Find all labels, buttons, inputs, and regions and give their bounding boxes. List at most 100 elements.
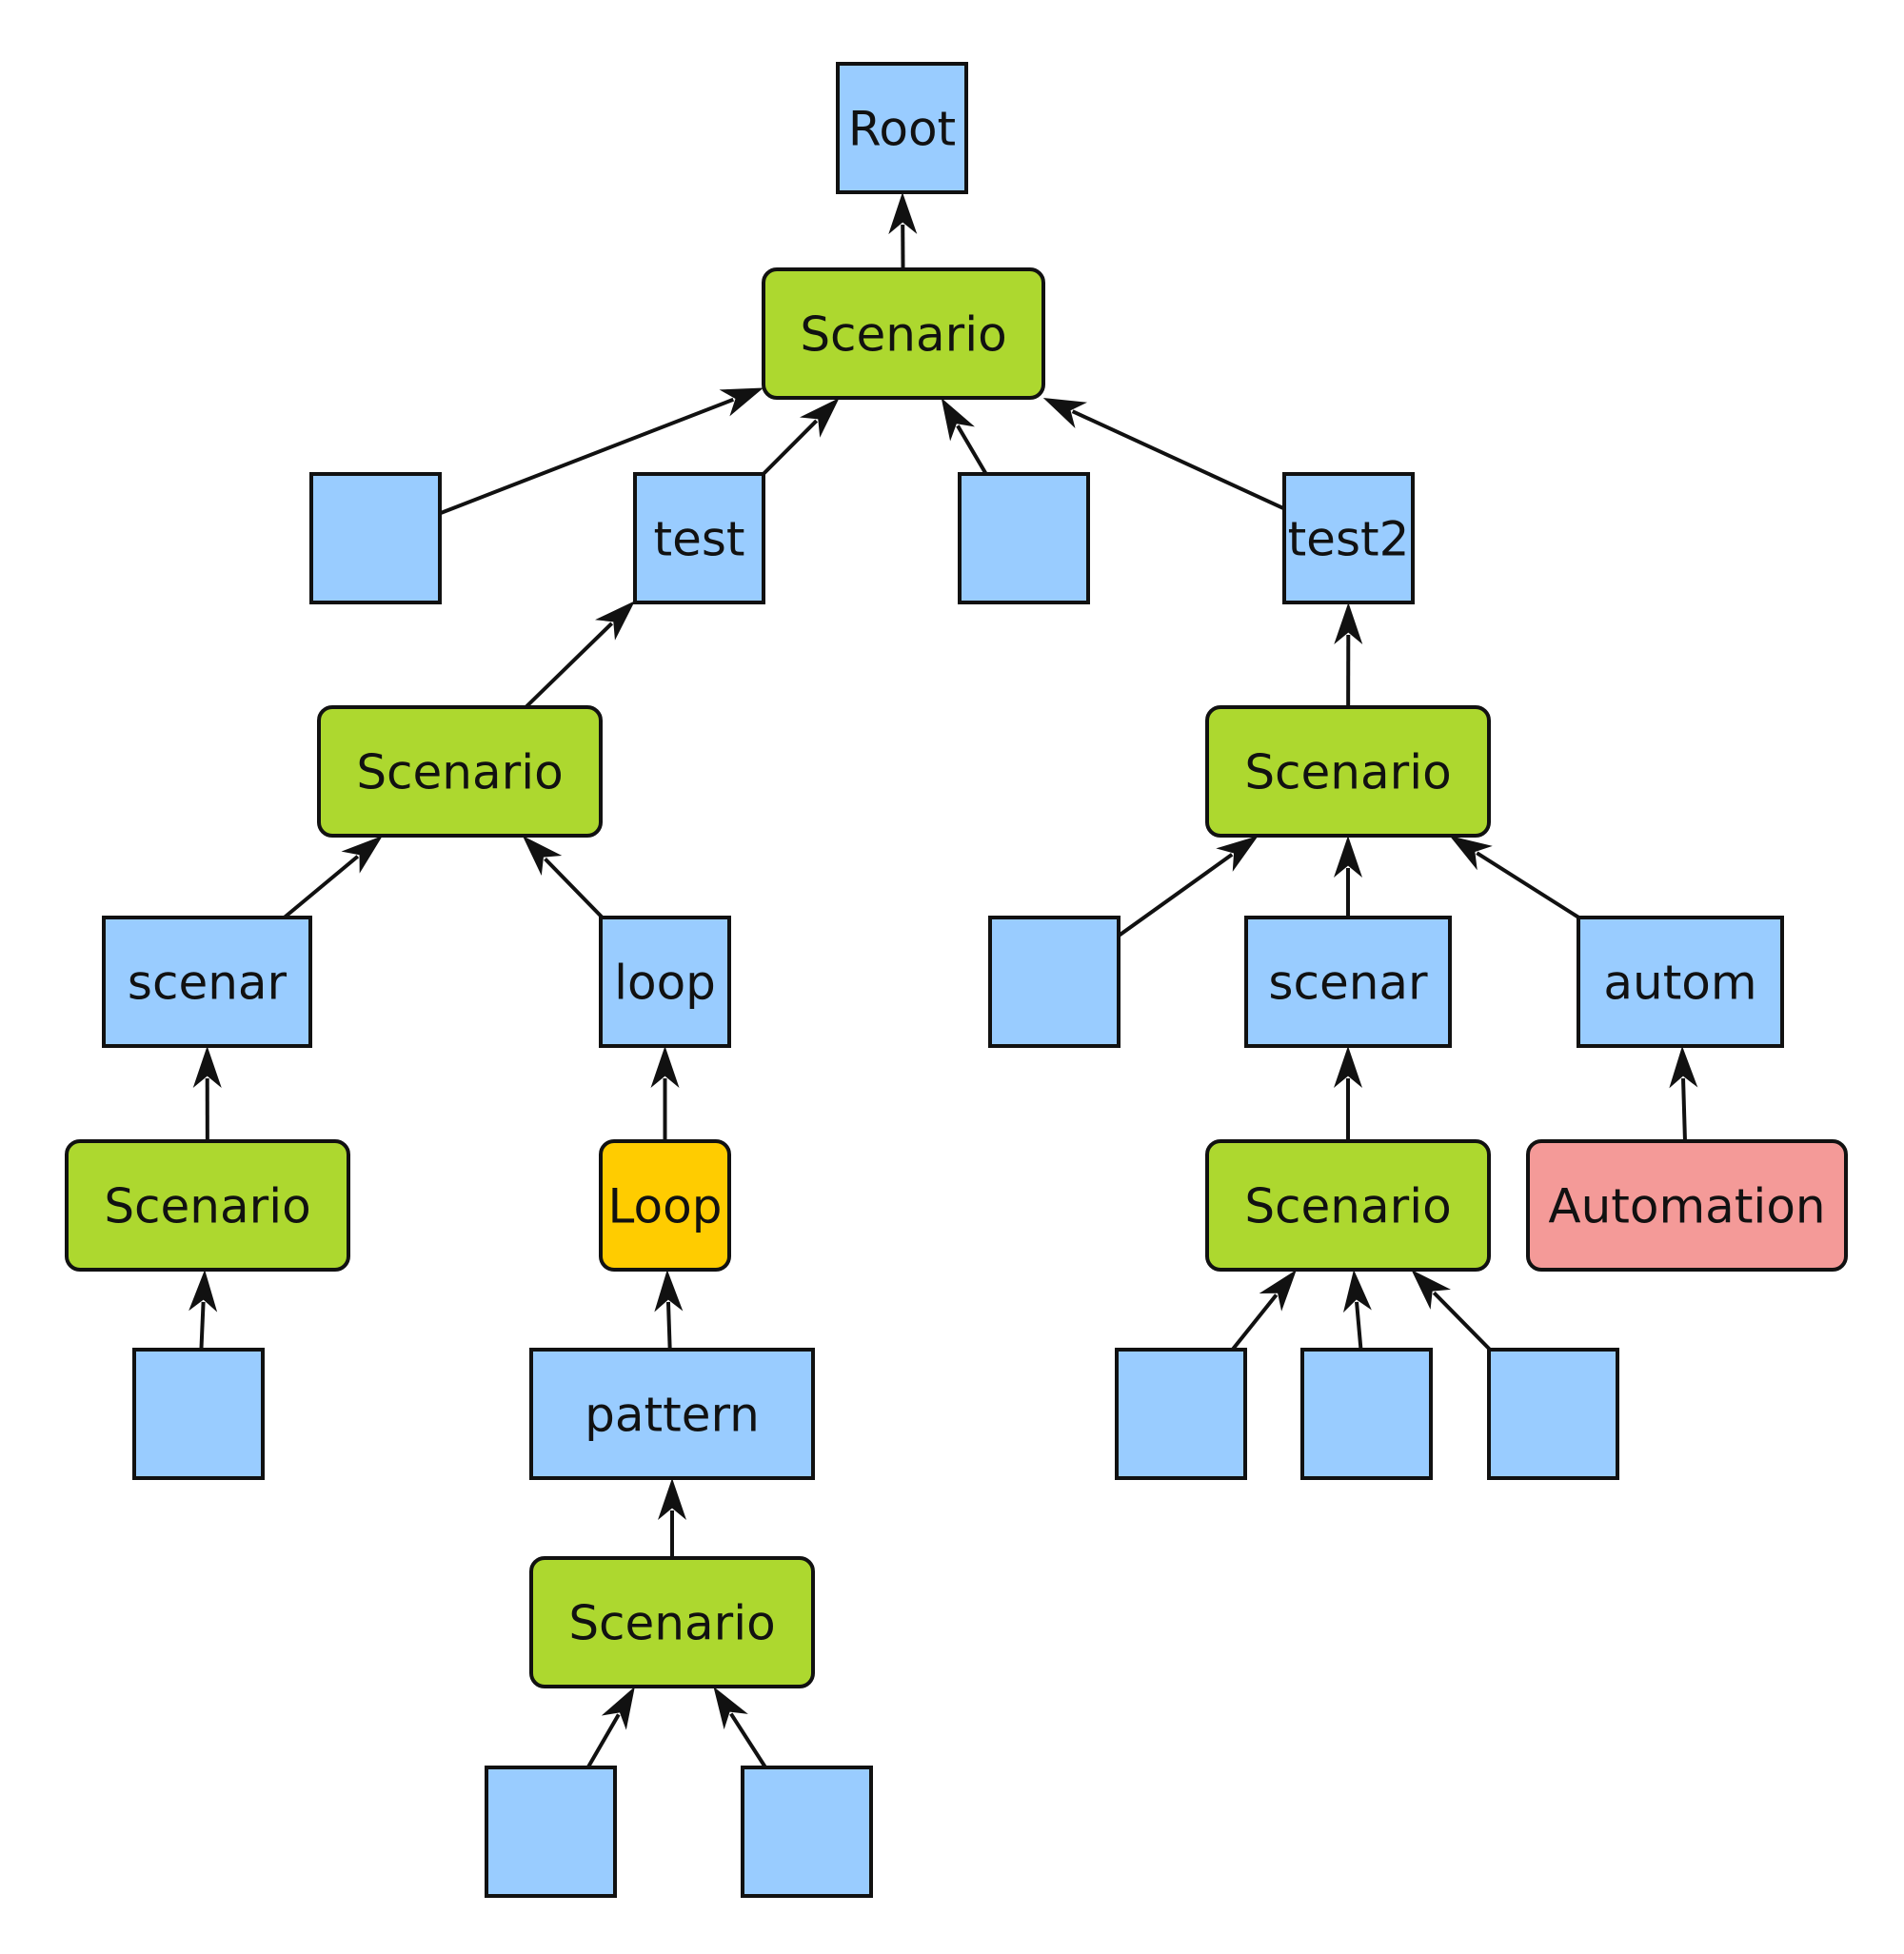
arrowhead-icon xyxy=(799,398,840,438)
node-scenario-pattern: Scenario xyxy=(529,1556,815,1688)
square-box xyxy=(1244,916,1452,1048)
node-scenario-left: Scenario xyxy=(317,705,603,838)
edge-line xyxy=(956,424,988,476)
arrowhead-icon xyxy=(341,836,383,874)
edge-scenario_pattern-to-pattern xyxy=(658,1478,686,1558)
edge-line xyxy=(762,419,819,476)
edge-line xyxy=(1476,851,1580,919)
node-blank-right-b xyxy=(1300,1348,1433,1480)
loop-box xyxy=(599,1139,731,1272)
square-box xyxy=(309,472,442,604)
node-autom: autom xyxy=(1577,916,1784,1048)
edge-line xyxy=(665,1301,672,1351)
node-label: Scenario xyxy=(1244,1179,1451,1234)
arrowhead-icon xyxy=(1411,1270,1451,1310)
edge-scenario_left-to-test xyxy=(524,601,635,709)
edge-test2-to-scenario_top xyxy=(1042,398,1285,511)
square-box xyxy=(1487,1348,1619,1480)
square-box xyxy=(529,1348,815,1480)
node-label: Automation xyxy=(1548,1179,1825,1234)
arrowhead-icon xyxy=(522,836,563,876)
square-box xyxy=(1577,916,1784,1048)
arrowhead-icon xyxy=(188,1270,218,1313)
edge-blank_pattern_a-to-scenario_pattern xyxy=(585,1687,635,1769)
arrowhead-icon xyxy=(1334,602,1363,645)
node-label: test2 xyxy=(1288,512,1410,567)
node-label: scenar xyxy=(128,956,288,1011)
node-scenar-right: scenar xyxy=(1244,916,1452,1048)
scenario-box xyxy=(65,1139,350,1272)
node-label: Scenario xyxy=(1244,745,1451,800)
node-label: pattern xyxy=(585,1388,760,1443)
scenario-box xyxy=(1205,705,1491,838)
node-blank-right-c xyxy=(1487,1348,1619,1480)
arrowhead-icon xyxy=(595,601,635,641)
node-automation: Automation xyxy=(1526,1139,1848,1272)
edge-blank_top_left-to-scenario_top xyxy=(439,387,764,516)
square-box xyxy=(599,916,731,1048)
arrowhead-icon xyxy=(1449,836,1493,871)
node-loop-label: loop xyxy=(599,916,731,1048)
edge-scenario_left_low-to-scenar_left xyxy=(192,1046,222,1142)
scenario-box xyxy=(1205,1139,1491,1272)
square-box xyxy=(988,916,1121,1048)
edge-blank_top_mid-to-scenario_top xyxy=(941,398,988,476)
node-blank-pattern-b xyxy=(741,1766,873,1898)
node-loop-node: Loop xyxy=(599,1139,731,1272)
arrowhead-icon xyxy=(650,1046,680,1088)
node-scenario-right: Scenario xyxy=(1205,705,1491,838)
node-blank-top-mid xyxy=(958,472,1090,604)
node-label: scenar xyxy=(1268,956,1428,1011)
edge-line xyxy=(585,1713,621,1769)
square-box xyxy=(741,1766,873,1898)
square-box xyxy=(102,916,312,1048)
arrowhead-icon xyxy=(654,1270,684,1313)
square-box xyxy=(132,1348,265,1480)
edge-line xyxy=(1231,1293,1279,1352)
square-box xyxy=(958,472,1090,604)
edge-scenar_left-to-scenario_left xyxy=(283,836,383,919)
node-blank-top-left xyxy=(309,472,442,604)
edge-blank_right_a-to-scenario_right_low xyxy=(1231,1270,1297,1352)
scenario-box xyxy=(529,1556,815,1688)
edge-line xyxy=(1432,1291,1492,1352)
automation-box xyxy=(1526,1139,1848,1272)
arrowhead-icon xyxy=(1342,1270,1372,1313)
edge-line xyxy=(283,855,360,919)
node-scenario-right-low: Scenario xyxy=(1205,1139,1491,1272)
node-pattern: pattern xyxy=(529,1348,815,1480)
node-label: Root xyxy=(848,102,956,157)
square-box xyxy=(485,1766,617,1898)
edge-scenario_right-to-test2 xyxy=(1334,602,1363,708)
node-blank-right xyxy=(988,916,1121,1048)
edge-pattern-to-loop_node xyxy=(654,1270,684,1351)
edge-automation-to-autom xyxy=(1669,1046,1698,1142)
arrowhead-icon xyxy=(192,1046,222,1089)
edge-line xyxy=(524,622,614,709)
edge-loop_node-to-loop_label xyxy=(650,1046,680,1141)
arrowhead-icon xyxy=(601,1687,635,1730)
edge-line xyxy=(439,397,735,516)
square-box xyxy=(633,472,765,604)
edge-blank_right-to-scenario_right xyxy=(1117,836,1259,938)
square-box xyxy=(1282,472,1415,604)
arrowhead-icon xyxy=(719,387,764,417)
edge-blank_left_bottom-to-scenario_left_low xyxy=(188,1270,218,1351)
square-box xyxy=(836,62,968,194)
node-label: Scenario xyxy=(356,745,563,800)
edge-test-to-scenario_top xyxy=(762,398,840,476)
edge-autom-to-scenario_right xyxy=(1449,836,1580,919)
square-box xyxy=(1115,1348,1247,1480)
arrowhead-icon xyxy=(1216,836,1259,872)
node-label: autom xyxy=(1603,956,1756,1011)
arrowhead-icon xyxy=(1259,1270,1297,1312)
node-blank-pattern-a xyxy=(485,1766,617,1898)
node-root: Root xyxy=(836,62,968,194)
node-blank-left-bottom xyxy=(132,1348,265,1480)
node-label: Scenario xyxy=(800,307,1006,363)
square-box xyxy=(1300,1348,1433,1480)
edge-line xyxy=(729,1712,767,1769)
edge-line xyxy=(1355,1301,1363,1351)
edge-blank_right_c-to-scenario_right_low xyxy=(1411,1270,1492,1352)
node-scenario-left-low: Scenario xyxy=(65,1139,350,1272)
